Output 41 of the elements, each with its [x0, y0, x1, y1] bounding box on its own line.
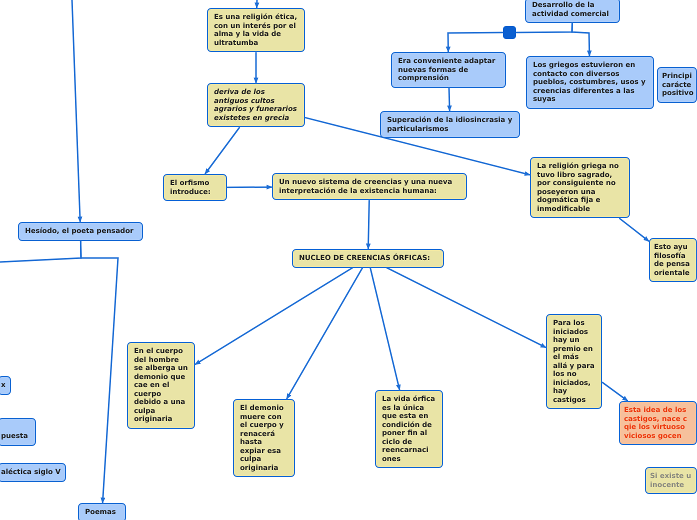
concept-box: [546, 314, 602, 410]
concept-box: [657, 67, 697, 103]
arrow: [227, 184, 273, 190]
arrow: [304, 116, 531, 176]
concept-box: [18, 222, 143, 241]
arrow: [386, 266, 547, 348]
arrow: [366, 200, 371, 250]
arrow: [254, 0, 260, 9]
concept-box: [645, 467, 697, 494]
concept-box: [530, 157, 630, 218]
arrow: [254, 52, 258, 84]
connector-line: [0, 240, 82, 263]
concept-box: [0, 418, 36, 446]
arrow: [602, 382, 628, 402]
concept-box: [0, 376, 11, 395]
arrow: [286, 267, 364, 400]
arrow: [446, 32, 503, 53]
arrow: [370, 267, 401, 391]
arrow: [571, 23, 592, 57]
arrow: [71, 0, 82, 223]
concept-box: [525, 0, 620, 24]
concept-box: [207, 83, 305, 128]
arrow: [447, 88, 452, 112]
arrow: [194, 266, 354, 366]
concept-box: [526, 56, 654, 109]
concept-box: [380, 111, 520, 138]
concept-box: [127, 342, 195, 429]
concept-box: [233, 399, 295, 478]
concept-box: [649, 238, 697, 282]
concept-box: [0, 463, 66, 482]
arrow: [204, 126, 240, 174]
junction-square: [503, 26, 516, 39]
concept-box: [78, 503, 126, 520]
concept-box: [272, 173, 467, 200]
concept-box: [375, 390, 443, 468]
concept-box: [292, 249, 444, 268]
concept-box: [207, 8, 305, 52]
arrow: [618, 218, 650, 242]
concept-box: [391, 52, 506, 88]
concept-box: [619, 401, 697, 446]
concept-box: [163, 174, 227, 202]
